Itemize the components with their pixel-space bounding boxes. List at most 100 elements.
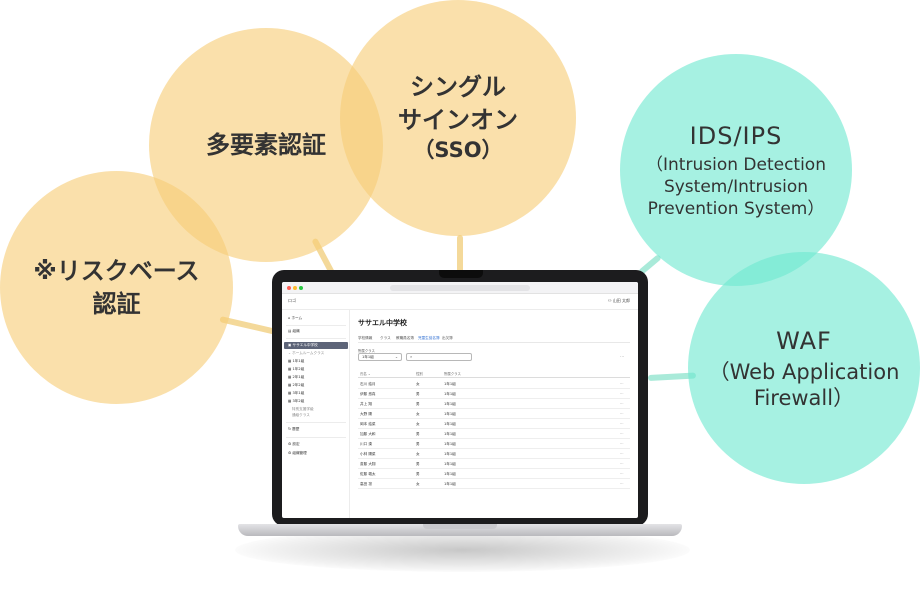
cell-name: 石川 結月 bbox=[360, 382, 376, 386]
laptop-groove bbox=[423, 524, 497, 529]
sidebar-item-class[interactable]: ▦ 3年1組 bbox=[288, 391, 304, 396]
column-header-gender[interactable]: 性別 bbox=[416, 372, 423, 376]
tab-attendance[interactable]: 出欠簿 bbox=[442, 336, 453, 340]
bubble-waf: WAF （Web Application Firewall） bbox=[688, 252, 920, 484]
sidebar-item-class[interactable]: ▦ 1年1組 bbox=[288, 359, 304, 364]
sidebar-item-admin[interactable]: ⚙ 組織管理 bbox=[288, 451, 307, 456]
sidebar: ⌂ ホーム ▤ 組織 ▣ ササエル中学校 ⌄ ホームルームクラス ▦ 1年1組 … bbox=[282, 310, 350, 518]
cell-gender: 女 bbox=[416, 412, 420, 416]
sidebar-item-label: 2年1組 bbox=[292, 375, 305, 379]
table-header: 氏名 ⌄ 性別 所属クラス bbox=[358, 370, 630, 378]
row-menu-icon[interactable]: ⋯ bbox=[620, 422, 624, 426]
sidebar-item-label: 組織管理 bbox=[292, 451, 307, 455]
cell-class: 1年1組 bbox=[444, 402, 456, 406]
zoom-dot[interactable] bbox=[299, 286, 303, 290]
cell-name: 岡本 結菜 bbox=[360, 422, 376, 426]
close-dot[interactable] bbox=[287, 286, 291, 290]
sidebar-item-label: 1年2組 bbox=[292, 367, 305, 371]
row-menu-icon[interactable]: ⋯ bbox=[620, 482, 624, 486]
row-menu-icon[interactable]: ⋯ bbox=[620, 402, 624, 406]
laptop-screen: ロゴ ⚇ 山田 太郎 ⌂ ホーム ▤ 組織 ▣ ササエル中学校 ⌄ ホームルーム… bbox=[282, 282, 638, 518]
tab-classes[interactable]: クラス bbox=[380, 336, 391, 340]
cell-class: 1年1組 bbox=[444, 472, 456, 476]
sidebar-item-class[interactable]: ▦ 1年2組 bbox=[288, 367, 304, 372]
address-bar[interactable] bbox=[390, 285, 530, 291]
divider bbox=[286, 437, 346, 438]
row-menu-icon[interactable]: ⋯ bbox=[620, 392, 624, 396]
chevron-down-icon: ⌄ bbox=[394, 355, 398, 359]
cell-class: 1年1組 bbox=[444, 392, 456, 396]
divider bbox=[286, 422, 346, 423]
cell-gender: 女 bbox=[416, 452, 420, 456]
tab-staff[interactable]: 教職員名簿 bbox=[396, 336, 414, 340]
app-logo[interactable]: ロゴ bbox=[288, 298, 296, 303]
cell-class: 1年1組 bbox=[444, 442, 456, 446]
user-menu[interactable]: ⚇ 山田 太郎 bbox=[608, 298, 630, 304]
search-input[interactable]: ⌕ bbox=[406, 353, 472, 361]
laptop-base bbox=[238, 524, 682, 536]
class-select-value: 1年1組 bbox=[362, 355, 374, 359]
bubble-ids-ips: IDS/IPS （Intrusion Detection System/Intr… bbox=[620, 54, 852, 286]
sidebar-item-tsukyu[interactable]: 通級クラス bbox=[292, 413, 310, 418]
sidebar-item-history[interactable]: ↻ 履歴 bbox=[288, 427, 299, 432]
class-icon: ▦ bbox=[288, 359, 293, 363]
sidebar-item-label: 特別支援学級 bbox=[292, 407, 314, 411]
row-menu-icon[interactable]: ⋯ bbox=[620, 432, 624, 436]
class-icon: ▦ bbox=[288, 367, 293, 371]
row-menu-icon[interactable]: ⋯ bbox=[620, 472, 624, 476]
mfa-label: 多要素認証 bbox=[206, 130, 326, 159]
row-menu-icon[interactable]: ⋯ bbox=[620, 462, 624, 466]
tab-school-info[interactable]: 学校情報 bbox=[358, 336, 373, 340]
row-menu-icon[interactable]: ⋯ bbox=[620, 452, 624, 456]
minimize-dot[interactable] bbox=[293, 286, 297, 290]
more-options-icon[interactable]: ⋯ bbox=[620, 354, 624, 359]
connector-sso bbox=[457, 235, 463, 275]
sidebar-item-label: 組織 bbox=[292, 329, 300, 333]
divider bbox=[286, 338, 346, 339]
sidebar-item-label: ホーム bbox=[291, 316, 303, 320]
cell-class: 1年1組 bbox=[444, 482, 456, 486]
sidebar-item-school[interactable]: ▣ ササエル中学校 bbox=[284, 342, 348, 349]
cell-gender: 男 bbox=[416, 462, 420, 466]
column-header-name[interactable]: 氏名 ⌄ bbox=[360, 372, 371, 376]
bubble-sso: シングル サインオン （SSO） bbox=[340, 0, 576, 236]
cell-name: 小林 陽菜 bbox=[360, 452, 376, 456]
browser-titlebar bbox=[282, 282, 638, 294]
class-select[interactable]: 1年1組 ⌄ bbox=[358, 353, 402, 361]
row-menu-icon[interactable]: ⋯ bbox=[620, 412, 624, 416]
row-menu-icon[interactable]: ⋯ bbox=[620, 442, 624, 446]
filter-label: 所属クラス bbox=[358, 349, 375, 353]
cell-name: 川口 湊 bbox=[360, 442, 372, 446]
risk-based-line1: ※リスクベース bbox=[33, 257, 200, 286]
sidebar-item-organization[interactable]: ▤ 組織 bbox=[288, 329, 300, 334]
sidebar-item-class[interactable]: ▦ 2年2組 bbox=[288, 383, 304, 388]
sidebar-item-special-support[interactable]: 特別支援学級 bbox=[292, 407, 314, 412]
cell-class: 1年1組 bbox=[444, 432, 456, 436]
home-icon: ⌂ bbox=[288, 316, 292, 320]
sidebar-item-home[interactable]: ⌂ ホーム bbox=[288, 316, 302, 321]
row-menu-icon[interactable]: ⋯ bbox=[620, 382, 624, 386]
cell-class: 1年1組 bbox=[444, 422, 456, 426]
sidebar-item-class[interactable]: ▦ 2年1組 bbox=[288, 375, 304, 380]
sidebar-item-label: 3年2組 bbox=[292, 399, 305, 403]
column-header-class[interactable]: 所属クラス bbox=[444, 372, 461, 376]
sidebar-item-class[interactable]: ▦ 3年2組 bbox=[288, 399, 304, 404]
page-title: ササエル中学校 bbox=[358, 319, 407, 327]
ids-ips-line3: Prevention System） bbox=[647, 199, 825, 220]
sidebar-item-homeroom[interactable]: ⌄ ホームルームクラス bbox=[288, 351, 324, 356]
sidebar-item-settings[interactable]: ⚙ 設定 bbox=[288, 442, 300, 447]
ids-ips-line2: System/Intrusion bbox=[663, 177, 809, 198]
class-icon: ▦ bbox=[288, 375, 293, 379]
cell-name: 大野 陽 bbox=[360, 412, 372, 416]
